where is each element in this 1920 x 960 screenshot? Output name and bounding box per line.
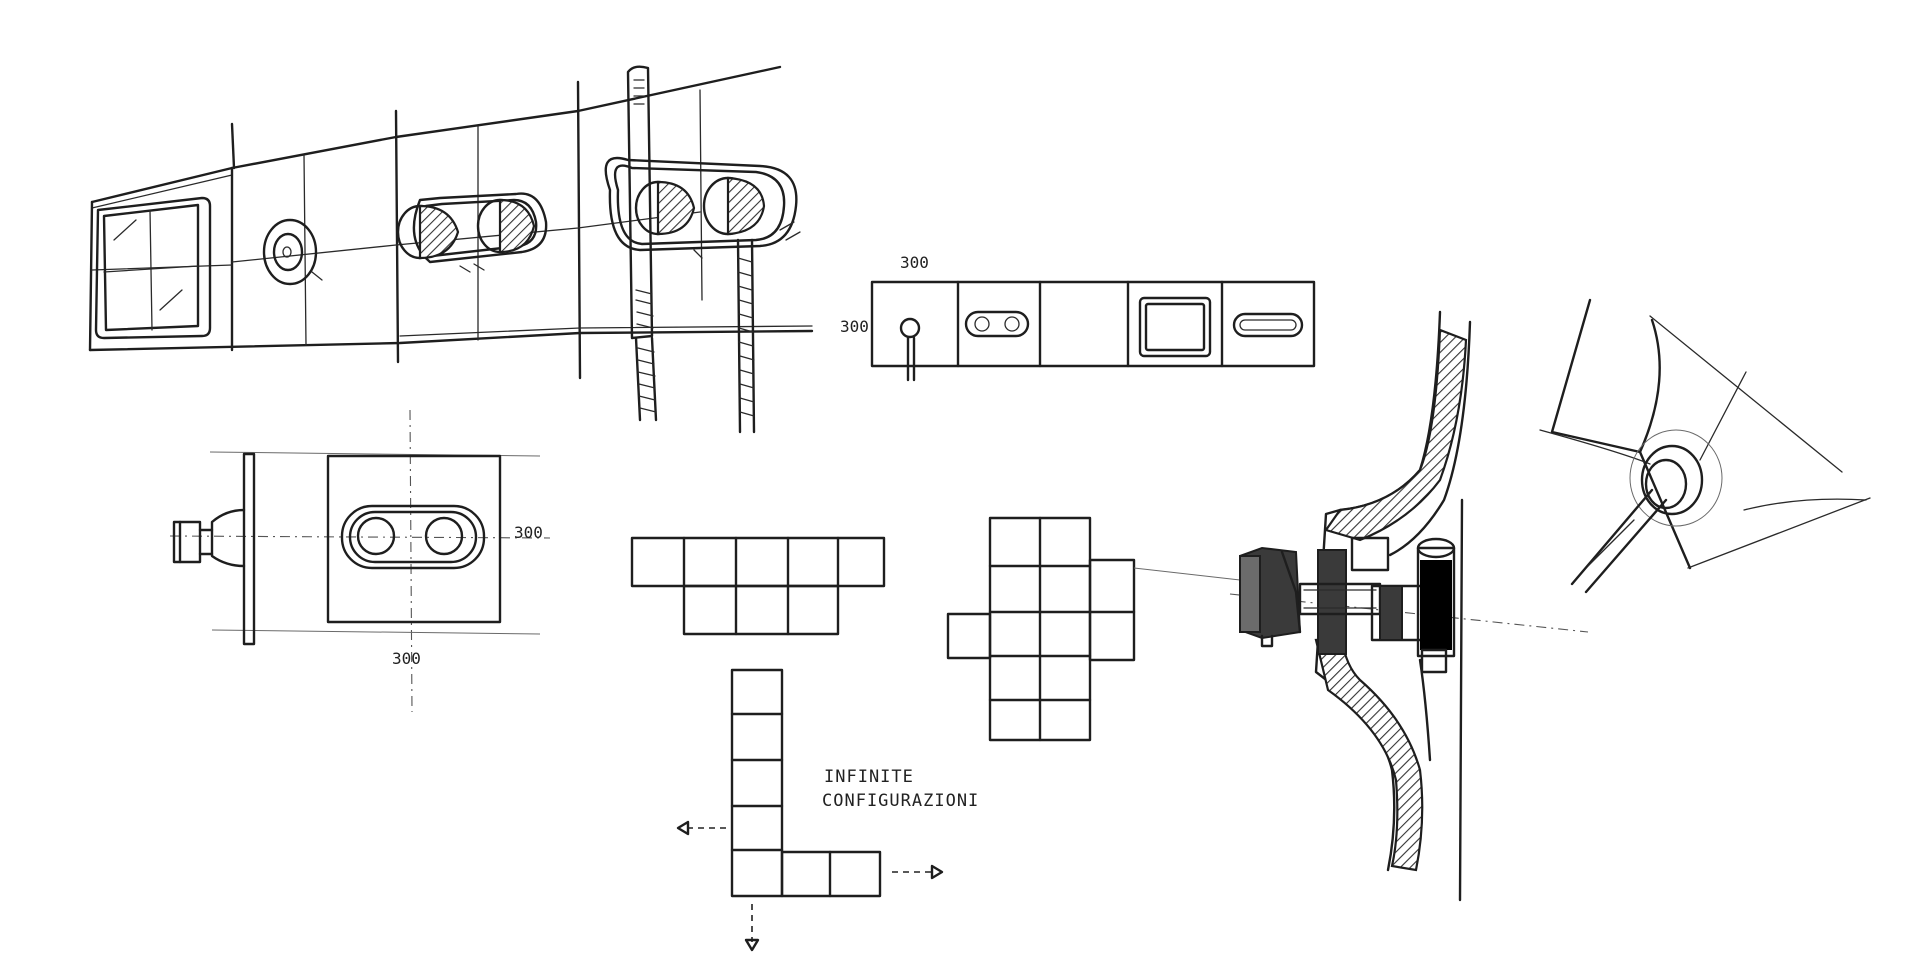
elevation-strip: 300 300 [840,253,1316,382]
shower-plate [604,156,801,259]
tile-config-horizontal [630,536,886,636]
dimension-width-label: 300 [900,253,929,272]
tile-config-vertical [946,516,1136,742]
plate-height-label: 300 [514,523,543,542]
hand-shower [626,65,756,434]
mirror-tile [94,196,212,340]
note-line-2: CONFIGURAZIONI [822,791,979,811]
tile-config-l-shape: INFINITE CONFIGURAZIONI [676,668,979,952]
perspective-tile-wall [88,65,814,434]
plate-plan-view: 300 300 [169,409,551,713]
double-knob-plate [396,192,548,273]
dimension-height-label: 300 [840,317,869,336]
round-outlet [262,218,323,286]
wall-section-view [1133,310,1589,902]
note-line-1: INFINITE [824,767,914,787]
outlet-detail-view [1539,298,1871,594]
plate-width-label: 300 [392,649,421,668]
